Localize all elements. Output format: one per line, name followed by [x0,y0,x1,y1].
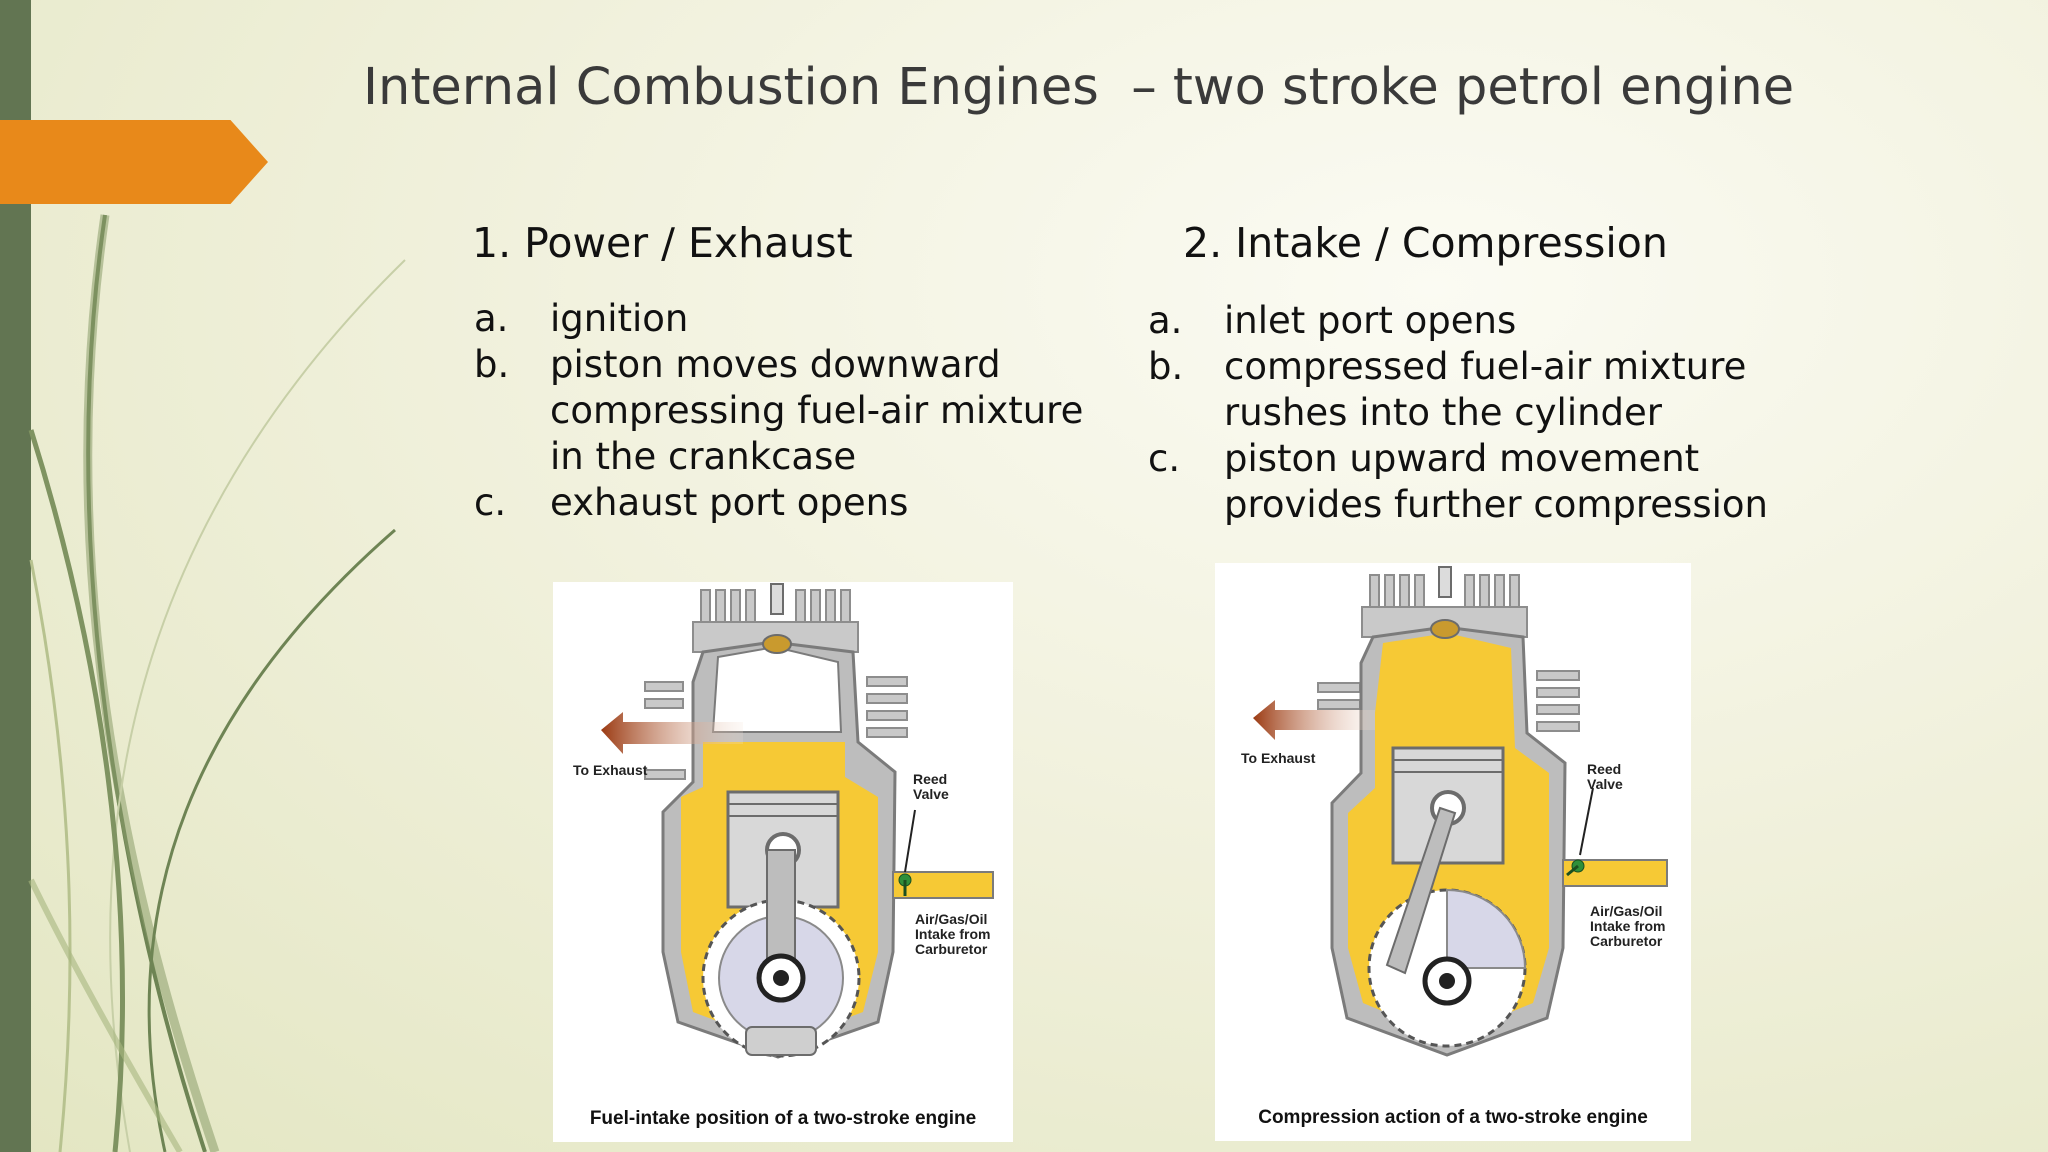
figure-caption: Fuel-intake position of a two-stroke eng… [589,1108,977,1129]
reed-valve-label: Reed Valve [913,771,949,802]
list-item: c. piston upward movement provides furth… [1148,436,1808,528]
reed-valve-label: Reed Valve [1587,761,1623,792]
intake-compression-heading: 2. Intake / Compression [1183,219,1668,267]
item-letter: b. [474,343,510,386]
item-letter: c. [474,481,507,524]
list-item: b. piston moves downward compressing fue… [474,342,1094,480]
list-item: c. exhaust port opens [474,480,1094,526]
item-letter: a. [474,297,509,340]
list-item: b. compressed fuel-air mixture rushes in… [1148,344,1808,436]
figure-caption: Compression action of a two-stroke engin… [1258,1107,1648,1128]
power-exhaust-steps: a. ignition b. piston moves downward com… [474,296,1094,526]
item-letter: a. [1148,299,1183,342]
item-letter: b. [1148,345,1184,388]
item-text: inlet port opens [1224,299,1517,342]
exhaust-label: To Exhaust [573,762,648,778]
item-text: exhaust port opens [550,481,909,524]
intake-label: Air/Gas/Oil Intake from Carburetor [915,911,991,957]
engine-diagram-compression: To Exhaust Reed Valve Air/Gas/Oil Intake… [1215,563,1691,1141]
engine-illustration [1253,566,1668,1057]
engine-illustration [601,583,994,1059]
item-text: ignition [550,297,689,340]
item-text: compressed fuel-air mixture rushes into … [1224,345,1747,434]
exhaust-label: To Exhaust [1241,750,1316,766]
intake-compression-steps: a. inlet port opens b. compressed fuel-a… [1148,298,1808,528]
item-text: piston upward movement provides further … [1224,437,1768,526]
item-letter: c. [1148,437,1181,480]
slide-title: Internal Combustion Engines – two stroke… [363,58,1795,117]
accent-arrow [0,120,268,204]
list-item: a. ignition [474,296,1094,342]
decorative-fronds [28,214,406,1152]
power-exhaust-heading: 1. Power / Exhaust [472,219,853,267]
item-text: piston moves downward compressing fuel-a… [550,343,1084,478]
engine-diagram-power: To Exhaust Reed Valve Air/Gas/Oil Intake… [553,582,1013,1142]
intake-label: Air/Gas/Oil Intake from Carburetor [1590,903,1666,949]
list-item: a. inlet port opens [1148,298,1808,344]
